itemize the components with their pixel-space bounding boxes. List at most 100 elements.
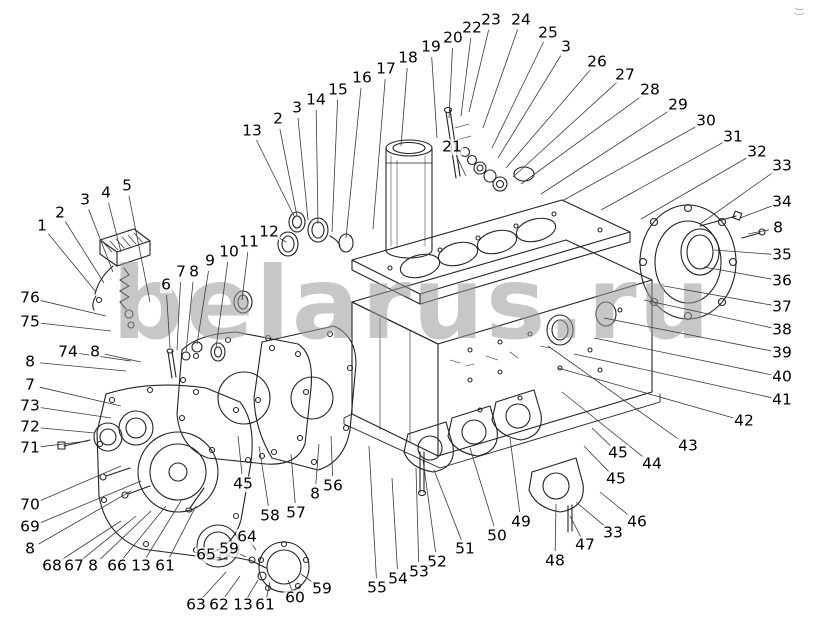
leader-line [81,515,137,561]
leader-line [122,505,167,559]
leader-line [569,515,581,537]
leader-line [573,353,773,399]
part-callout: 71 [19,438,41,457]
leader-line [509,437,521,513]
leader-line [266,581,271,599]
leader-line [247,579,259,598]
part-callout: 44 [641,454,663,473]
part-callout: 60 [284,588,306,607]
leader-line [540,110,670,195]
leader-line [599,491,630,517]
part-callout: 58 [259,506,281,525]
part-callout: 34 [771,192,793,211]
leader-line [241,251,249,301]
leader-line [104,353,142,363]
part-callout: 48 [544,551,566,570]
leader-line [431,56,438,139]
bottom-cover-plate [257,540,310,593]
front-plate-gasket [176,331,313,465]
leader-line [663,285,773,306]
leader-line [39,322,112,332]
leader-line [145,500,182,558]
part-callout: 49 [510,512,532,531]
leader-line [554,503,557,552]
leader-line [505,69,591,169]
leader-line [39,465,122,502]
part-callout: 62 [208,595,230,614]
part-callout: 66 [106,556,128,575]
part-callout: 7 [24,375,36,394]
leader-line [64,221,105,284]
part-callout: 28 [639,80,661,99]
part-callout: 13 [232,595,254,614]
part-callout: 39 [771,343,793,362]
leader-line [455,155,467,177]
leader-line [512,81,618,178]
part-callout: 7 [175,262,187,281]
part-callout: 52 [426,552,448,571]
leader-line [747,229,770,235]
part-callout: 2 [54,203,66,222]
part-callout: 68 [41,556,63,575]
right-bolts [699,210,766,239]
part-callout: 55 [366,578,388,597]
leader-line [591,427,612,447]
part-callout: 56 [322,476,344,495]
leader-line [315,109,319,225]
leader-line [739,205,773,219]
part-callout: 40 [771,367,793,386]
part-callout: 21 [441,137,463,156]
leader-line [47,233,97,293]
leader-line [575,501,606,527]
part-callout: 51 [454,539,476,558]
leader-line [100,510,152,560]
leader-lines [38,29,775,599]
top-deck [351,199,631,305]
leader-line [39,299,107,317]
part-callout: 35 [771,245,793,264]
part-callout: 45 [605,469,627,488]
leader-line [482,29,519,129]
part-callout: 8 [87,556,99,575]
part-callout: 8 [89,342,101,361]
leader-line [166,294,171,349]
part-callout: 46 [626,512,648,531]
cylinder-liner [385,139,433,259]
leader-line [39,480,142,524]
part-callout: 6 [160,275,172,294]
flywheel-housing-flange [638,203,738,321]
part-callout: 31 [722,127,744,146]
leader-line [196,270,209,345]
leader-line [39,362,127,372]
leader-line [468,29,490,113]
part-callout: 75 [19,312,41,331]
leader-line [185,281,194,353]
part-callout: 5 [121,176,133,195]
part-callout: 11 [238,232,260,251]
leader-line [279,128,298,217]
watermark-text: belarus.ru [112,245,712,362]
leader-line [713,249,773,255]
part-callout: 63 [185,595,207,614]
part-callout: 18 [397,48,419,67]
leader-line [603,317,773,352]
part-callout: 8 [24,352,36,371]
part-callout: 3 [291,98,303,117]
leader-line [176,281,181,351]
part-callout: 38 [771,320,793,339]
part-callout: 65 [195,545,217,564]
part-callout: 73 [19,396,41,415]
leader-line [297,117,309,221]
leader-line [547,345,681,441]
leader-line [593,337,773,376]
part-callout: 26 [586,52,608,71]
leader-line [415,467,420,563]
part-callout: 8 [188,262,200,281]
leader-line [643,299,773,329]
part-callout: 29 [667,95,689,114]
part-callout: 16 [351,68,373,87]
leader-line [169,505,197,558]
part-callout: 27 [614,65,636,84]
part-callout: 47 [574,535,596,554]
